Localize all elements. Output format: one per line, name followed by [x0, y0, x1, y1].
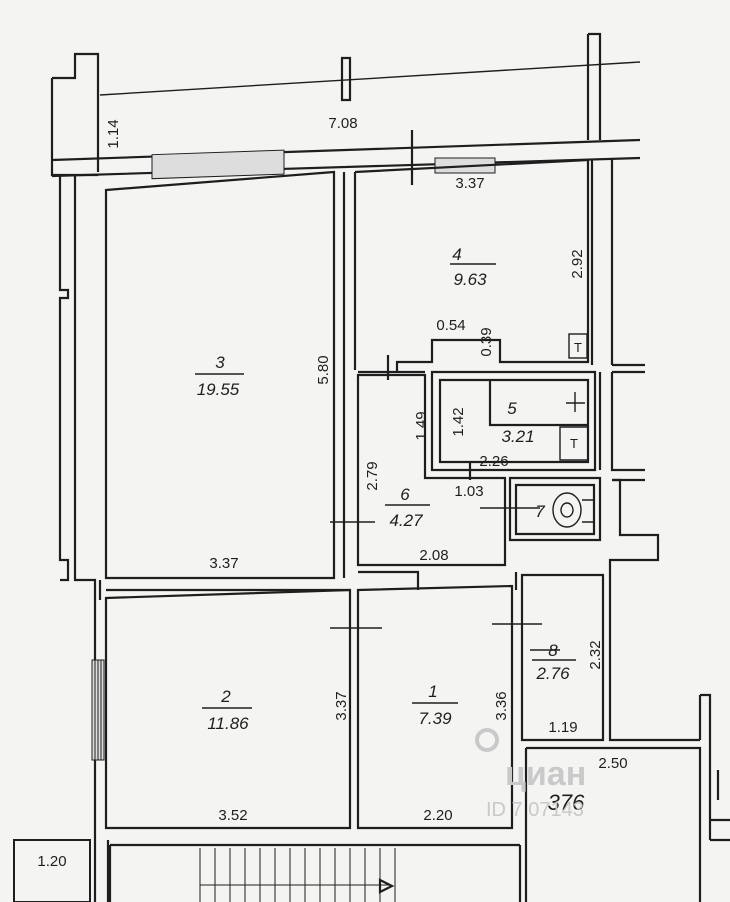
window-room3: [151, 149, 285, 180]
t-symbol-upper: T: [574, 340, 582, 355]
room-2-number: 2: [220, 687, 231, 706]
room-4-number: 4: [452, 245, 461, 264]
room-2: [104, 588, 382, 830]
room-6-number: 6: [400, 485, 410, 504]
watermark-pin-icon: [475, 728, 499, 752]
dim-hall-height: 2.79: [364, 461, 381, 490]
dim-niche-depth: 0.39: [478, 327, 495, 356]
watermark-brand: циан: [505, 755, 586, 793]
room-4-area: 9.63: [453, 270, 487, 289]
room-1-area: 7.39: [418, 709, 452, 728]
dim-room2-width: 3.52: [218, 807, 247, 824]
dim-stair-width: 2.50: [598, 755, 627, 772]
dim-room3-height: 5.80: [315, 355, 332, 384]
balcony-block: [13, 839, 91, 902]
room-7-number: 7: [535, 502, 545, 521]
room-3-area: 19.55: [197, 380, 240, 399]
dim-room8-height: 2.32: [587, 640, 604, 669]
dim-room2-height: 3.37: [333, 691, 350, 720]
t-symbols: T T: [570, 340, 582, 451]
room-1-number: 1: [428, 682, 437, 701]
room-5-number: 5: [507, 399, 517, 418]
room-4: [353, 130, 590, 380]
room-3: [104, 170, 346, 580]
dim-bath-width: 2.26: [479, 453, 508, 470]
dim-bath-height-a: 1.49: [413, 411, 430, 440]
dim-room4-height: 2.92: [569, 249, 586, 278]
watermark: циан ID 7 07143: [475, 728, 586, 821]
apartment-number: 376: [548, 790, 585, 815]
dim-bath-height-b: 1.42: [450, 407, 467, 436]
room-5: [430, 370, 597, 480]
room-2-area: 11.86: [207, 714, 249, 733]
room-areas: 19.55 9.63 3.21 4.27 11.86 7.39 2.76: [195, 263, 576, 733]
dim-wc-width: 1.03: [454, 483, 483, 500]
room-5-area: 3.21: [501, 427, 534, 446]
room-7: [508, 476, 602, 542]
dim-room4-width: 3.37: [455, 175, 484, 192]
dimensions: 7.08 1.14 3.37 2.92 0.54 0.39 5.80 3.37 …: [37, 115, 627, 870]
dim-room8-width: 1.19: [548, 719, 577, 736]
dim-room1-height: 3.36: [493, 691, 510, 720]
dim-top-height: 1.14: [105, 119, 122, 148]
room-3-number: 3: [215, 353, 225, 372]
dim-hall-width: 2.08: [419, 547, 448, 564]
walls: [50, 32, 730, 902]
t-symbol-room4: [568, 333, 588, 359]
stair-area: [13, 746, 702, 902]
t-symbol-mid: T: [570, 436, 578, 451]
dim-room1-width: 2.20: [423, 807, 452, 824]
room-8-area: 2.76: [535, 664, 570, 683]
room-6-area: 4.27: [389, 511, 423, 530]
room-numbers: 3 4 5 6 7 2 1 8: [215, 245, 558, 706]
dim-top-length: 7.08: [328, 115, 357, 132]
dim-niche-width: 0.54: [436, 317, 465, 334]
dim-balcony-width: 1.20: [37, 853, 66, 870]
room-1: [356, 570, 542, 830]
room-8-number: 8: [548, 641, 558, 660]
room-8: [520, 573, 605, 742]
watermark-id: ID 7 07143: [486, 799, 584, 821]
stair-steps: [199, 848, 396, 902]
dim-room3-width: 3.37: [209, 555, 238, 572]
